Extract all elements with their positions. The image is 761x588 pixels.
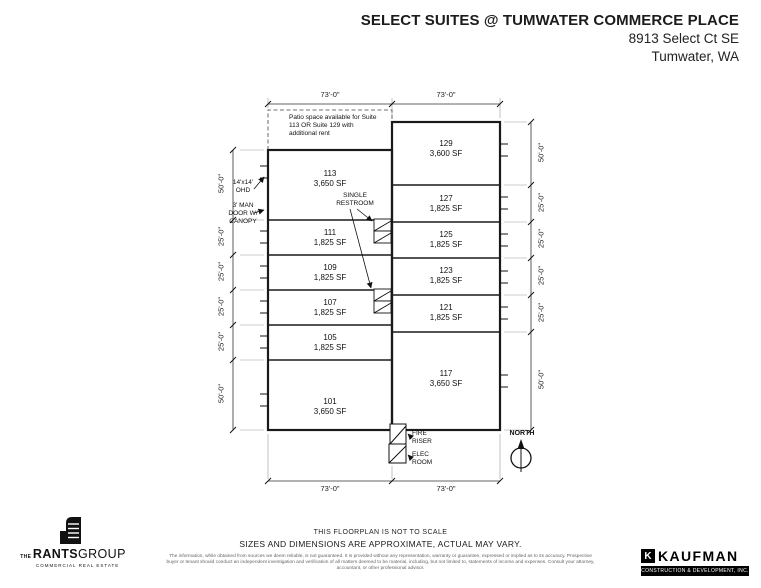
suite-label-109: 109 1,825 SF	[300, 263, 360, 282]
suite-number: 121	[439, 303, 453, 312]
suite-number: 113	[323, 169, 337, 178]
rants-tagline-row: COMMERCIAL REAL ESTATE	[34, 563, 118, 568]
dim-right-3: 25'-0"	[536, 265, 546, 286]
suite-number: 101	[323, 397, 337, 406]
restroom-plan	[373, 218, 392, 314]
suite-area: 1,825 SF	[429, 312, 463, 322]
leader-arrows	[253, 176, 415, 462]
suite-area: 3,650 SF	[313, 178, 347, 188]
suite-label-123: 123 1,825 SF	[416, 266, 476, 285]
suite-label-111: 111 1,825 SF	[300, 228, 360, 247]
building-walls	[266, 120, 502, 432]
suite-label-121: 121 1,825 SF	[416, 303, 476, 322]
kaufman-name: KAUFMAN	[658, 548, 739, 564]
suite-area: 3,650 SF	[313, 406, 347, 416]
suite-label-113: 113 3,650 SF	[300, 169, 360, 188]
dim-left-5: 50'-0"	[216, 383, 226, 404]
suite-number: 105	[323, 333, 337, 342]
not-to-scale-notice: THIS FLOORPLAN IS NOT TO SCALE	[313, 529, 448, 536]
dim-right-2: 25'-0"	[536, 228, 546, 249]
kaufman-logo: K KAUFMAN CONSTRUCTION & DEVELOPMENT, IN…	[641, 548, 749, 576]
approximate-notice: SIZES AND DIMENSIONS ARE APPROXIMATE, AC…	[239, 539, 522, 549]
suite-label-127: 127 1,825 SF	[416, 194, 476, 213]
building-icon	[60, 517, 81, 544]
suite-number: 125	[439, 230, 453, 239]
suite-label-107: 107 1,825 SF	[300, 298, 360, 317]
dim-bottom-right: 73'-0"	[436, 484, 456, 493]
extension-lines	[240, 98, 527, 479]
door-marks	[260, 143, 508, 407]
north-label: NORTH	[509, 430, 535, 437]
suite-label-125: 125 1,825 SF	[416, 230, 476, 249]
overhead-door-note: 14'x14' OHD	[232, 179, 254, 194]
dim-right-4: 25'-0"	[536, 302, 546, 323]
elec-room-note: ELEC ROOM	[412, 451, 433, 466]
dim-top-right: 73'-0"	[436, 90, 456, 99]
header: SELECT SUITES @ TUMWATER COMMERCE PLACE …	[361, 12, 739, 65]
dim-left-0: 50'-0"	[216, 173, 226, 194]
rants-tagline: COMMERCIAL REAL ESTATE	[36, 563, 120, 568]
fire-riser-note: FIRE RISER	[412, 430, 432, 445]
utility-rooms	[388, 423, 407, 464]
kaufman-k-icon: K	[641, 549, 655, 563]
kaufman-tagline: CONSTRUCTION & DEVELOPMENT, INC.	[641, 566, 749, 576]
patio-note: Patio space available for Suite 113 OR S…	[289, 114, 377, 137]
suite-number: 123	[439, 266, 453, 275]
suite-number: 129	[439, 139, 453, 148]
dim-right-1: 25'-0"	[536, 192, 546, 213]
suite-area: 1,825 SF	[313, 307, 347, 317]
suite-label-105: 105 1,825 SF	[300, 333, 360, 352]
suite-label-101: 101 3,650 SF	[300, 397, 360, 416]
suite-area: 1,825 SF	[313, 237, 347, 247]
dimension-ticks	[229, 100, 535, 485]
dim-left-3: 25'-0"	[216, 296, 226, 317]
suite-number: 107	[323, 298, 337, 307]
suite-area: 1,825 SF	[429, 275, 463, 285]
suite-number: 117	[439, 369, 453, 378]
suite-label-129: 129 3,600 SF	[416, 139, 476, 158]
dim-left-2: 25'-0"	[216, 261, 226, 282]
address-line-2: Tumwater, WA	[651, 49, 739, 64]
north-compass-icon	[510, 439, 532, 472]
dim-top-left: 73'-0"	[320, 90, 340, 99]
rants-the: THE	[20, 554, 32, 560]
dim-bottom-left: 73'-0"	[320, 484, 340, 493]
suite-area: 1,825 SF	[429, 203, 463, 213]
suite-area: 1,825 SF	[313, 272, 347, 282]
legal-disclaimer: The information, while obtained from sou…	[166, 554, 595, 571]
dim-left-4: 25'-0"	[216, 331, 226, 352]
suite-number: 111	[323, 228, 337, 237]
rants-name: RANTS	[32, 547, 78, 561]
suite-number: 109	[323, 263, 337, 272]
suite-number: 127	[439, 194, 453, 203]
kaufman-wordmark: K KAUFMAN	[641, 548, 749, 564]
rants-group-word: GROUP	[77, 547, 126, 561]
dim-right-0: 50'-0"	[536, 142, 546, 163]
dim-right-5: 50'-0"	[536, 369, 546, 390]
suite-area: 3,650 SF	[429, 378, 463, 388]
interior-walls	[268, 184, 500, 361]
restroom-note: SINGLE RESTROOM	[336, 192, 374, 207]
address-line-1: 8913 Select Ct SE	[628, 31, 739, 46]
man-door-note: 3' MAN DOOR W/ CANOPY	[228, 202, 258, 225]
page-title: SELECT SUITES @ TUMWATER COMMERCE PLACE	[360, 12, 739, 29]
suite-label-117: 117 3,650 SF	[416, 369, 476, 388]
suite-area: 3,600 SF	[429, 148, 463, 158]
suite-area: 1,825 SF	[429, 239, 463, 249]
suite-area: 1,825 SF	[313, 342, 347, 352]
